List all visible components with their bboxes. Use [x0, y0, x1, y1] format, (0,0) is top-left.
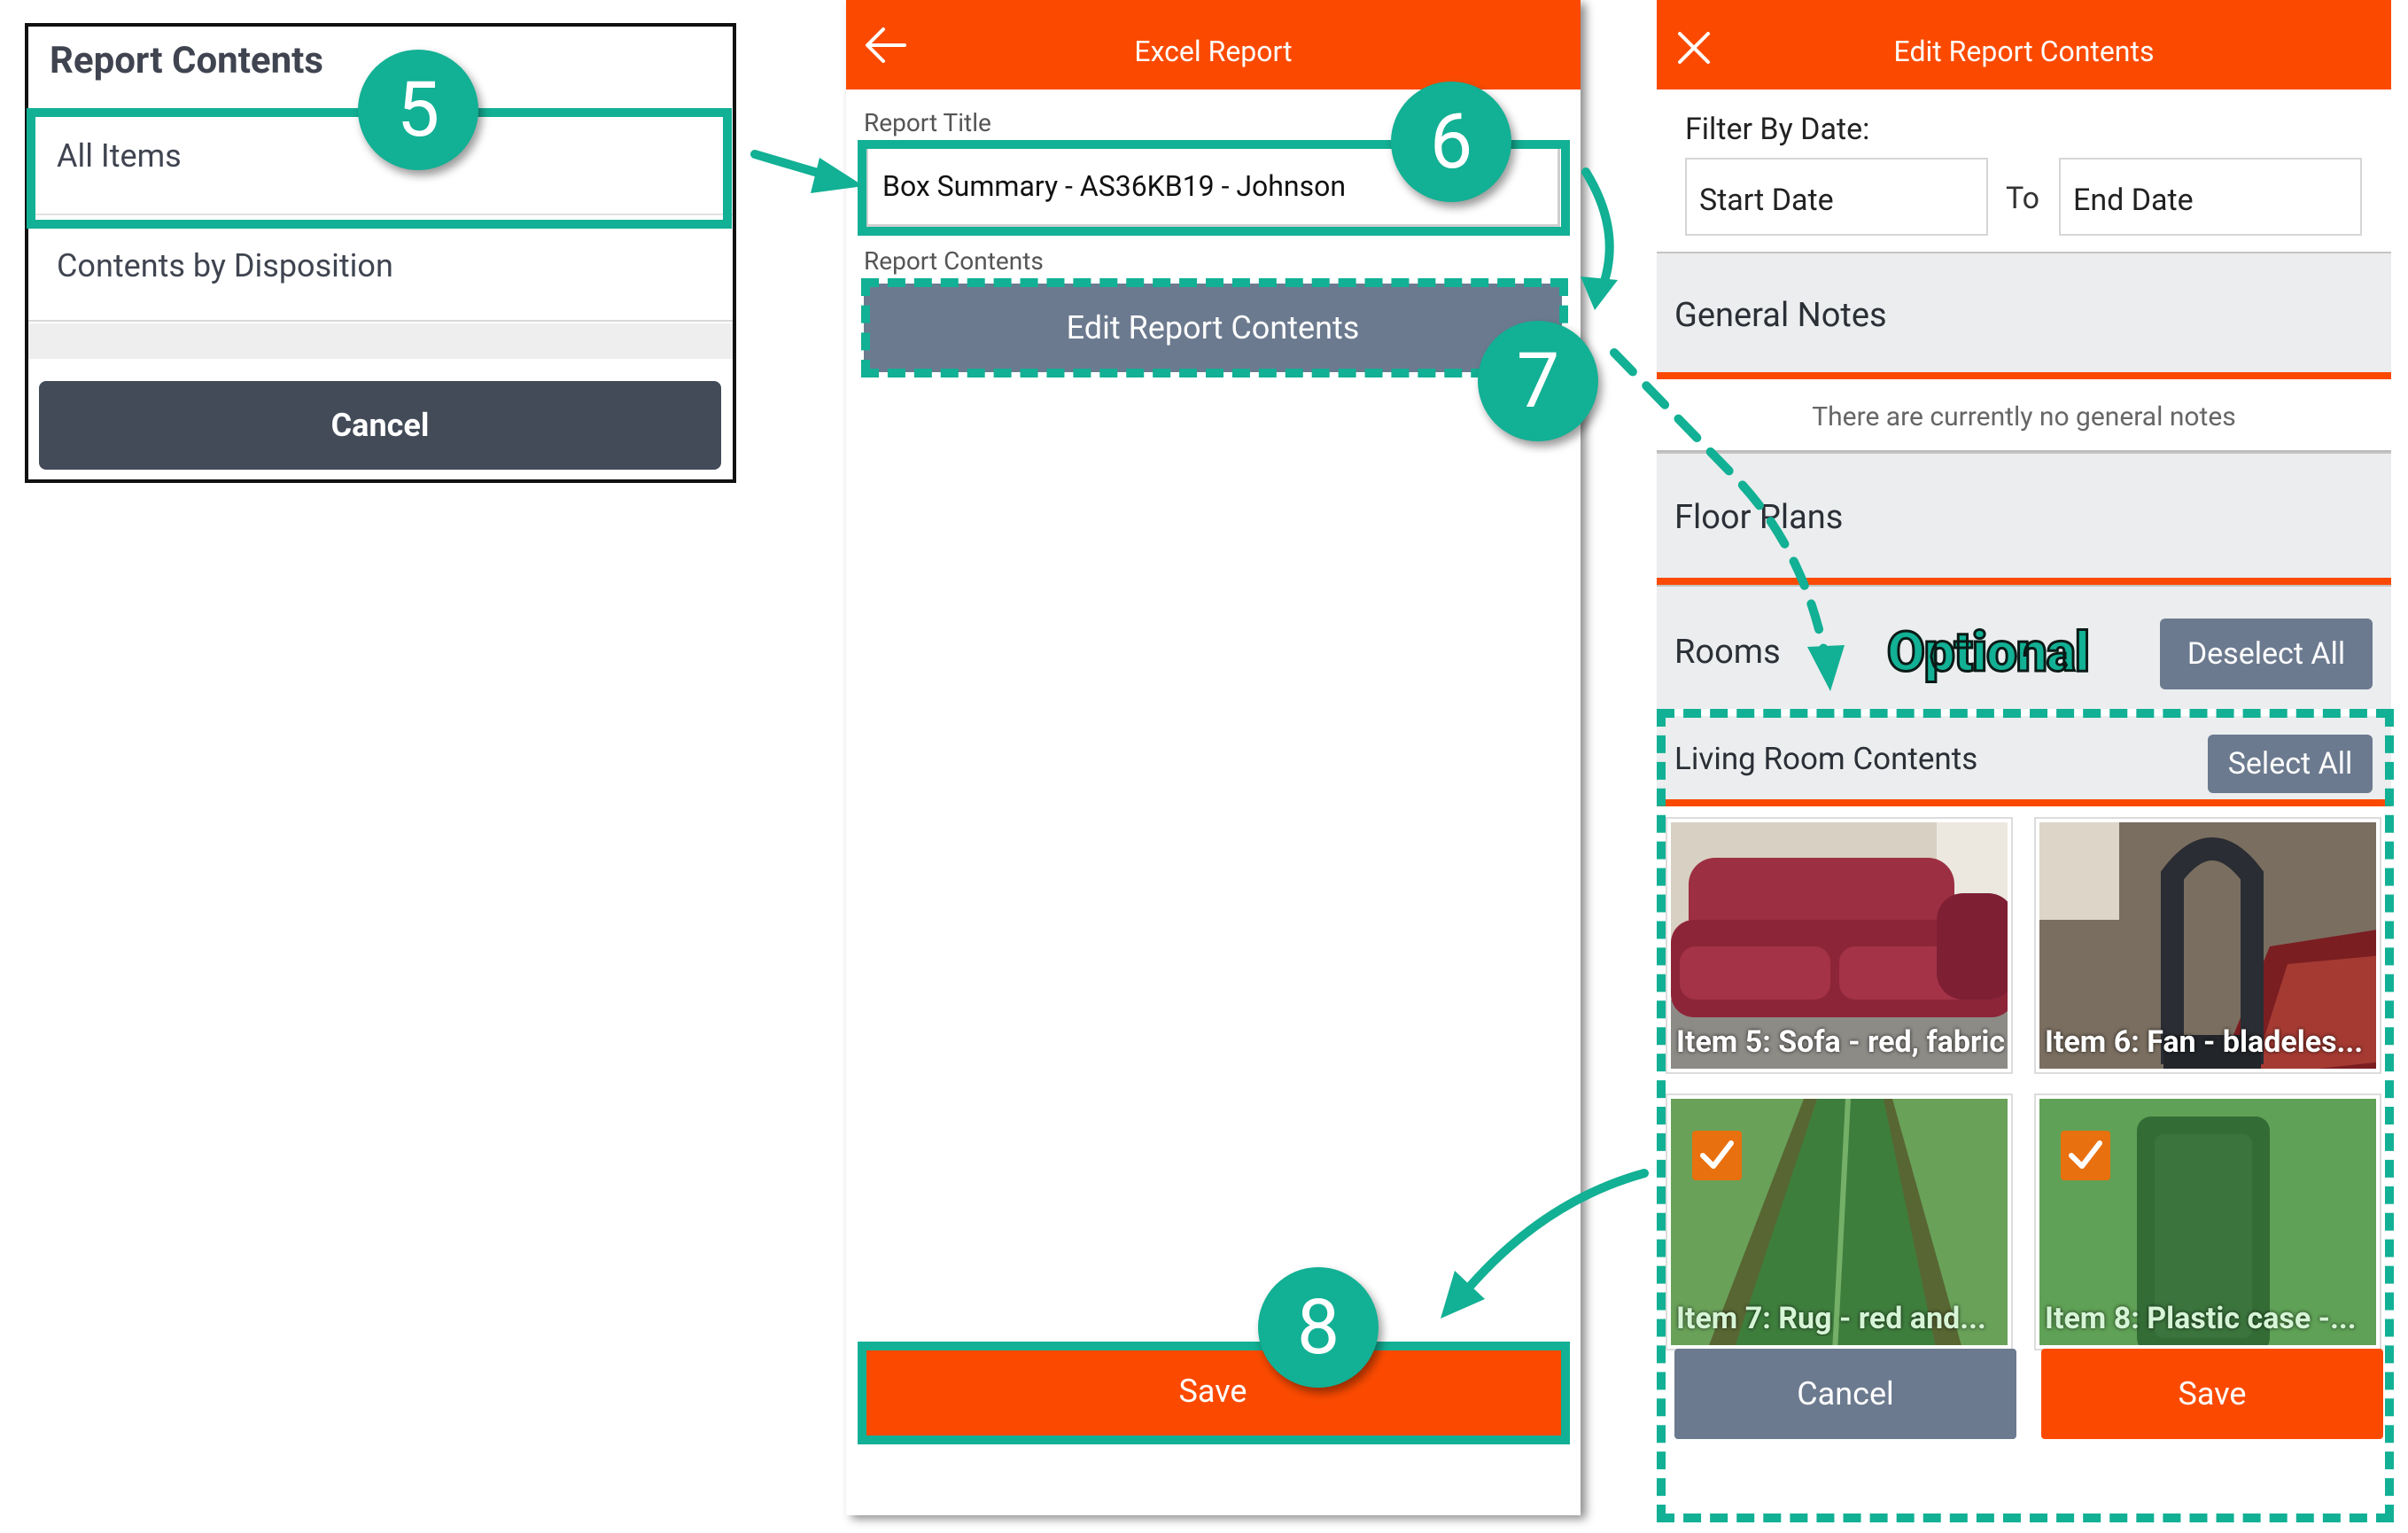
selected-checkbox[interactable]	[2061, 1131, 2110, 1180]
section-label: General Notes	[1674, 296, 1887, 335]
arrow-head	[1441, 1271, 1485, 1319]
highlight-room-contents	[1657, 709, 2394, 1522]
checkmark-icon	[2069, 1140, 2102, 1169]
report-title-label: Report Title	[864, 108, 991, 137]
save-button[interactable]: Save	[864, 1347, 1562, 1436]
arrow-head	[1581, 276, 1618, 310]
screen-title: Excel Report	[1134, 35, 1293, 68]
sofa-photo	[1671, 822, 2008, 1069]
edit-report-contents-button[interactable]: Edit Report Contents	[864, 284, 1562, 372]
arrow-6-to-7	[1581, 167, 1614, 293]
screen-title: Edit Report Contents	[1893, 35, 2155, 68]
room-section-label: Living Room Contents	[1674, 741, 1978, 777]
select-all-button[interactable]: Select All	[2208, 735, 2373, 793]
end-date-field[interactable]: End Date	[2059, 158, 2362, 236]
cancel-button[interactable]: Cancel	[39, 381, 721, 470]
step-badge-7: 7	[1478, 321, 1598, 441]
back-arrow-icon[interactable]	[864, 25, 908, 66]
item-tile-sofa[interactable]: Item 5: Sofa - red, fabric	[1667, 819, 2011, 1072]
item-label: Item 7: Rug - red and...	[1676, 1301, 1986, 1336]
section-general-notes[interactable]: General Notes	[1657, 252, 2391, 372]
step-badge-5: 5	[358, 50, 478, 170]
sheet-title: Report Contents	[50, 39, 323, 82]
fan-photo	[2039, 822, 2376, 1069]
highlight-report-title	[858, 140, 1570, 236]
start-date-field[interactable]: Start Date	[1685, 158, 1988, 236]
highlight-save	[858, 1342, 1570, 1444]
report-title-value: Box Summary - AS36KB19 - Johnson	[882, 169, 1347, 203]
option-all-items[interactable]: All Items	[28, 111, 733, 215]
arrow-head	[811, 158, 864, 193]
option-label: Contents by Disposition	[57, 247, 393, 284]
option-label: All Items	[57, 137, 182, 175]
section-floor-plans[interactable]: Floor Plans	[1657, 452, 2391, 578]
save-button[interactable]: Save	[2041, 1349, 2383, 1439]
step-badge-8: 8	[1258, 1267, 1379, 1388]
section-label: Rooms	[1674, 633, 1781, 672]
excel-report-screen: Excel Report Report Title Box Summary - …	[846, 0, 1581, 1515]
edit-report-contents-screen: Edit Report Contents Filter By Date: Sta…	[1657, 0, 2391, 1515]
checkmark-icon	[1700, 1140, 1734, 1169]
arrow-head	[1807, 645, 1845, 691]
item-label: Item 5: Sofa - red, fabric	[1676, 1024, 2006, 1060]
close-icon[interactable]	[1676, 30, 1712, 66]
item-tile-rug[interactable]: Item 7: Rug - red and...	[1667, 1095, 2011, 1349]
item-tile-plastic-case[interactable]: Item 8: Plastic case -...	[2036, 1095, 2380, 1349]
section-divider	[1657, 799, 2391, 806]
top-bar: Edit Report Contents	[1657, 0, 2391, 89]
option-contents-by-disposition[interactable]: Contents by Disposition	[28, 217, 733, 322]
deselect-all-button[interactable]: Deselect All	[2160, 619, 2373, 689]
selected-checkbox[interactable]	[1692, 1131, 1742, 1180]
item-label: Item 6: Fan - bladeles...	[2045, 1024, 2364, 1060]
section-divider	[1657, 372, 2391, 379]
section-divider	[1657, 578, 2391, 585]
item-label: Item 8: Plastic case -...	[2045, 1301, 2357, 1336]
optional-annotation: Optional	[1886, 619, 2092, 687]
report-contents-label: Report Contents	[864, 246, 1044, 276]
step-badge-6: 6	[1391, 82, 1511, 202]
arrow-7-to-rooms	[1610, 348, 1829, 660]
empty-notes-message: There are currently no general notes	[1657, 379, 2391, 452]
top-bar: Excel Report	[846, 0, 1581, 89]
item-tile-fan[interactable]: Item 6: Fan - bladeles...	[2036, 819, 2380, 1072]
to-label: To	[2006, 181, 2040, 216]
cancel-button[interactable]: Cancel	[1674, 1349, 2016, 1439]
sheet-divider	[28, 323, 733, 359]
filter-by-date-label: Filter By Date:	[1685, 112, 1870, 147]
plastic-case-photo	[2039, 1099, 2376, 1345]
arrow-rooms-to-save	[1459, 1169, 1649, 1298]
